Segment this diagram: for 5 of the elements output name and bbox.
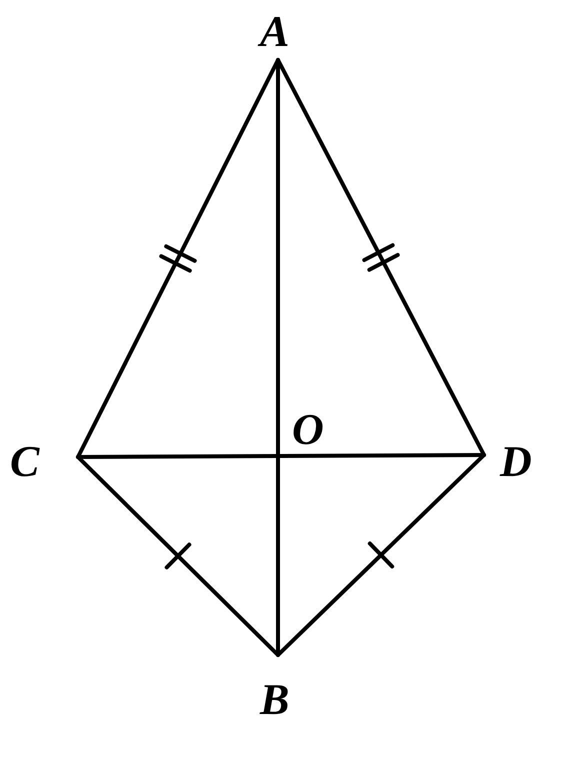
point-label: A [260,10,290,54]
point-label: O [292,408,324,452]
point-label: C [10,440,40,484]
point-label: B [260,678,290,722]
point-label: D [500,440,532,484]
